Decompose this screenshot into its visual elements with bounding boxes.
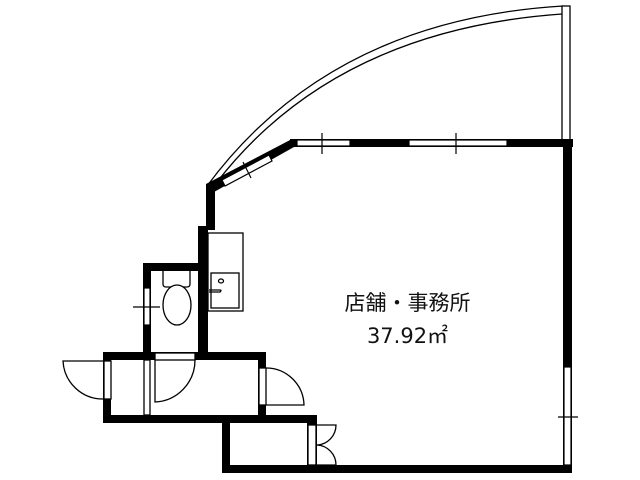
room-area: 37.92㎡ [366, 324, 449, 348]
room-name: 店舗・事務所 [344, 291, 471, 315]
window-top-right [408, 139, 508, 147]
balcony [206, 5, 571, 187]
toilet-bowl [162, 284, 192, 326]
entrance-door [103, 360, 112, 400]
doors [62, 352, 337, 466]
window-right [563, 366, 572, 466]
office-door [258, 367, 267, 406]
toilet-door [154, 359, 196, 403]
faucet-icon [217, 278, 225, 284]
partition-door [143, 359, 151, 416]
fixtures [162, 232, 244, 326]
storage-door [307, 424, 317, 466]
windows [133, 133, 578, 466]
toilet-door-frame [154, 352, 196, 361]
window-top-left [296, 139, 351, 147]
